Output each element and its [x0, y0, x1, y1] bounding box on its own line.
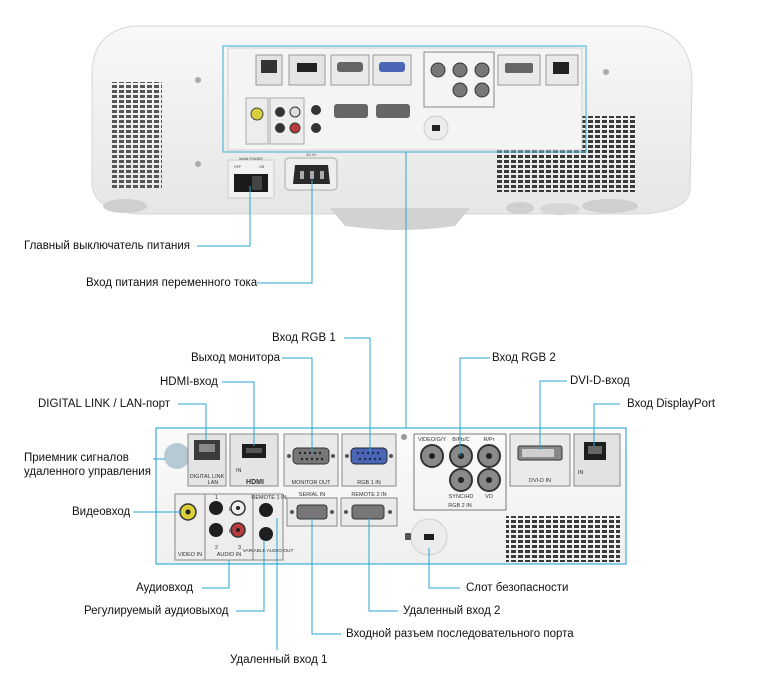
label-remote1-in: Удаленный вход 1	[230, 654, 328, 666]
panel-hdmi-in: IN	[236, 468, 242, 474]
label-displayport-in: Вход DisplayPort	[627, 398, 716, 410]
top-connector-panel	[227, 47, 583, 151]
panel-b-pb: B/Pb/C	[452, 437, 469, 443]
panel-num-1: 1	[215, 495, 218, 501]
panel-serial-in: SERIAL IN	[299, 492, 325, 498]
panel-audio-in: AUDIO IN	[217, 552, 241, 558]
panel-rgb1-in: RGB 1 IN	[357, 480, 381, 486]
panel-vd: VD	[485, 494, 493, 500]
panel-vent	[506, 516, 620, 562]
label-remote2-in: Удаленный вход 2	[403, 605, 501, 617]
left-vent	[110, 82, 162, 190]
panel-video-in: VIDEO IN	[178, 552, 202, 558]
label-security-slot: Слот безопасности	[466, 582, 569, 594]
top-ac-in: AC IN	[306, 153, 316, 157]
leader-hdmi	[222, 381, 255, 446]
panel-lan: LAN	[208, 480, 219, 486]
panel-remote2-in: REMOTE 2 IN	[351, 492, 386, 498]
top-off: OFF	[234, 165, 242, 169]
panel-letter-r: R	[229, 529, 233, 535]
top-power-section	[227, 157, 338, 199]
label-rgb1-in: Вход RGB 1	[272, 332, 336, 344]
panel-text: DIGITAL LINK LAN IN HDMI MONITOR OUT RGB…	[178, 437, 584, 558]
top-on: ON	[259, 165, 265, 169]
leader-monitor-out	[282, 357, 313, 452]
label-serial-in: Входной разъем последовательного порта	[346, 628, 574, 640]
label-audio-in: Аудиовход	[136, 582, 194, 594]
panel-digital-link: DIGITAL LINK	[190, 474, 225, 480]
panel-dp-in: IN	[578, 470, 584, 476]
label-remote-receiver: Приемник сигналов удаленного управления	[24, 452, 151, 478]
leader-main-power	[197, 186, 251, 247]
leader-lan	[178, 403, 207, 440]
leader-dvid	[539, 380, 567, 450]
zoomed-panel	[155, 427, 627, 565]
leader-ac-in	[257, 180, 313, 284]
label-ac-in: Вход питания переменного тока	[86, 277, 258, 289]
label-rgb2-in: Вход RGB 2	[492, 352, 556, 364]
panel-num-2: 2	[215, 545, 218, 551]
leader-serial	[311, 518, 341, 635]
top-main-power: MAIN POWER	[239, 157, 263, 161]
leader-rgb1	[344, 337, 371, 452]
leader-remote2	[368, 518, 398, 612]
leader-displayport	[593, 403, 620, 446]
panel-letter-l: L	[229, 507, 232, 513]
leader-audio-in	[202, 560, 230, 589]
label-dvid-in: DVI-D-вход	[570, 375, 630, 387]
leader-lines	[133, 152, 620, 650]
label-main-power-switch: Главный выключатель питания	[24, 240, 191, 252]
label-monitor-out: Выход монитора	[191, 352, 281, 364]
leader-security-slot	[428, 548, 460, 589]
top-panel-text: MAIN POWER OFF ON AC IN	[234, 153, 316, 169]
label-variable-audio-out: Регулируемый аудиовыход	[84, 605, 229, 617]
panel-rgb2-in: RGB 2 IN	[448, 503, 472, 509]
panel-video-gy: VIDEO/G/Y	[418, 437, 446, 443]
panel-dvid-in: DVI-D IN	[529, 478, 551, 484]
panel-remote1-in: REMOTE 1 IN	[251, 495, 286, 501]
panel-sync-hd: SYNC/HD	[449, 494, 474, 500]
panel-num-3: 3	[238, 545, 241, 551]
panel-monitor-out: MONITOR OUT	[291, 480, 331, 486]
leader-rgb2	[459, 357, 490, 456]
leader-variable-audio	[236, 540, 265, 612]
panel-variable-audio-out: VARIABLE AUDIO OUT	[243, 548, 294, 554]
panel-hdmi: HDMI	[246, 479, 264, 486]
top-highlight-frame	[222, 45, 587, 153]
remote-receiver-window	[164, 443, 190, 469]
label-video-in: Видеовход	[72, 506, 131, 518]
label-digital-link-lan: DIGITAL LINK / LAN-порт	[38, 398, 171, 410]
label-hdmi-in: HDMI-вход	[160, 376, 218, 388]
panel-r-pr: R/Pr	[484, 437, 495, 443]
